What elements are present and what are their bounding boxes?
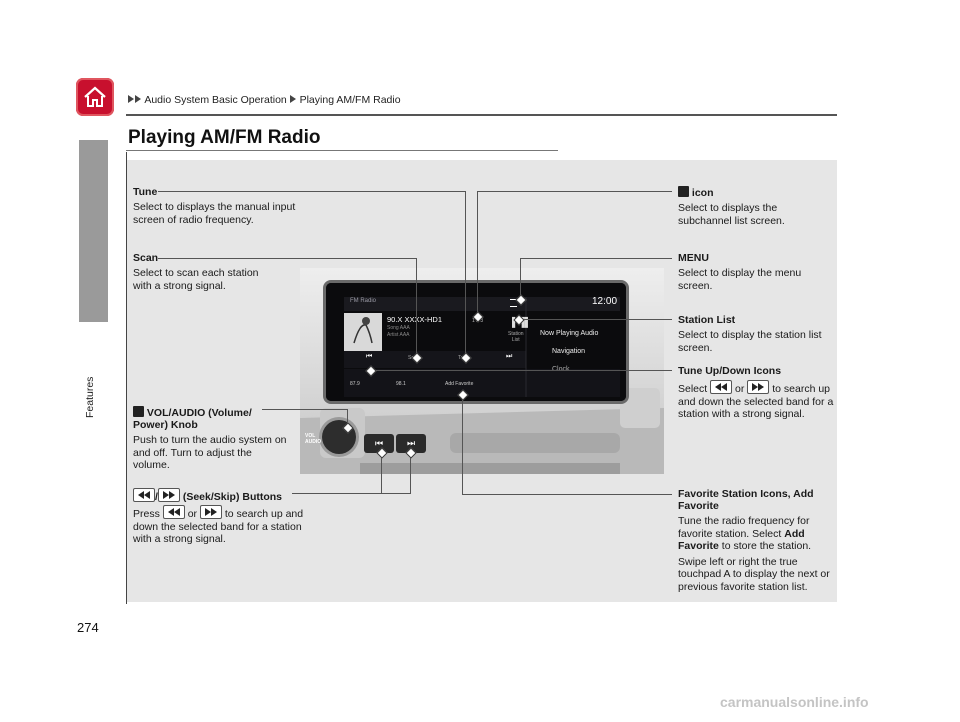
tune-up-icon bbox=[747, 380, 770, 394]
annotation-scan-heading: Scan bbox=[133, 252, 159, 264]
power-icon bbox=[133, 406, 144, 417]
leader-line-tune bbox=[158, 191, 466, 192]
annotation-icon: icon Select to displays the subchannel l… bbox=[678, 186, 833, 227]
annotation-seek-text: Press or to search up and down the selec… bbox=[133, 505, 308, 546]
annotation-tune-updown: Tune Up/Down Icons Select or to search u… bbox=[678, 365, 838, 421]
annotation-station-list-text: Select to display the station list scree… bbox=[678, 329, 822, 354]
annotation-station-list: Station List Select to display the stati… bbox=[678, 314, 838, 354]
screen-tune-up-icon[interactable]: ⏭ bbox=[506, 353, 513, 360]
annotation-seek: / (Seek/Skip) Buttons Press or to search… bbox=[133, 488, 308, 546]
header-rule bbox=[126, 114, 837, 116]
screen-source-label: FM Radio bbox=[350, 298, 377, 304]
screen-menu-item-now-playing[interactable]: Now Playing Audio bbox=[540, 330, 599, 337]
leader-line-menu bbox=[520, 258, 521, 299]
breadcrumb-link-audio-basic[interactable]: Audio System Basic Operation bbox=[144, 94, 287, 106]
sidebar-rule bbox=[126, 152, 127, 604]
annotation-tune-heading: Tune bbox=[133, 186, 158, 198]
page-title: Playing AM/FM Radio bbox=[128, 127, 321, 148]
annotation-scan: Scan Select to scan each station with a … bbox=[133, 252, 273, 292]
page-number: 274 bbox=[77, 620, 99, 635]
screen-graphics bbox=[326, 283, 626, 401]
sidebar-section-block bbox=[79, 140, 108, 322]
seek-down-icon bbox=[133, 488, 155, 502]
screen-station-name: 90.X XXXX-HD1 bbox=[387, 315, 443, 324]
breadcrumb: Audio System Basic Operation Playing AM/… bbox=[128, 94, 401, 106]
screen-favorite-2[interactable]: 98.1 bbox=[396, 381, 406, 387]
title-rule bbox=[126, 150, 558, 151]
annotation-tune-updown-text: Select or to search up and down the sele… bbox=[678, 380, 838, 421]
annotation-station-list-heading: Station List bbox=[678, 314, 736, 326]
screen-add-favorite[interactable]: Add Favorite bbox=[445, 381, 474, 387]
leader-line-tune-updown bbox=[370, 370, 672, 371]
leader-line-scan bbox=[416, 258, 417, 356]
annotation-menu-text: Select to display the menu screen. bbox=[678, 267, 802, 292]
leader-line-icon bbox=[477, 191, 672, 192]
annotation-icon-heading: icon bbox=[678, 186, 833, 199]
annotation-icon-text: Select to displays the subchannel list s… bbox=[678, 202, 785, 227]
screen-menu-item-navigation[interactable]: Navigation bbox=[552, 348, 586, 355]
screen-favorite-1[interactable]: 87.9 bbox=[350, 381, 360, 387]
leader-line-seek bbox=[410, 452, 411, 493]
annotation-tune: Tune Select to displays the manual input… bbox=[133, 186, 303, 226]
annotation-tune-updown-heading: Tune Up/Down Icons bbox=[678, 365, 782, 377]
leader-line-seek bbox=[292, 493, 411, 494]
tune-down-icon bbox=[710, 380, 733, 394]
leader-line-favorite bbox=[462, 494, 672, 495]
screen-menu-item-clock[interactable]: Clock bbox=[552, 366, 570, 373]
leader-line-menu bbox=[520, 258, 672, 259]
screen-artist: Artist AAA bbox=[387, 332, 410, 338]
annotation-vol-text: Push to turn the audio system on and off… bbox=[133, 434, 287, 471]
seek-down-button[interactable]: ⏮ bbox=[364, 434, 394, 453]
seek-up-icon bbox=[157, 488, 180, 502]
breadcrumb-current: Playing AM/FM Radio bbox=[299, 94, 401, 106]
screen-menu-icon[interactable] bbox=[510, 299, 517, 307]
subchannel-icon bbox=[678, 186, 689, 197]
seek-up-button[interactable]: ⏭ bbox=[396, 434, 426, 453]
leader-line-station-list bbox=[518, 319, 672, 320]
leader-line-vol bbox=[347, 409, 348, 426]
annotation-menu-heading: MENU bbox=[678, 252, 709, 264]
annotation-scan-text: Select to scan each station with a stron… bbox=[133, 267, 259, 292]
seek-up-icon bbox=[199, 505, 222, 519]
annotation-favorite-text: Tune the radio frequency for favorite st… bbox=[678, 515, 812, 552]
leader-line-vol bbox=[262, 409, 348, 410]
sidebar-section-label[interactable]: Features bbox=[84, 376, 96, 418]
screen-tune-down-icon[interactable]: ⏮ bbox=[366, 353, 373, 360]
screen-song: Song AAA bbox=[387, 325, 410, 331]
screen-clock: 12:00 bbox=[592, 296, 618, 307]
breadcrumb-arrow-icon bbox=[135, 95, 141, 103]
annotation-seek-heading: / (Seek/Skip) Buttons bbox=[133, 488, 308, 503]
infotainment-screen[interactable]: FM Radio 12:00 90.X XXXX-HD1 Song AAA Ar… bbox=[326, 283, 626, 401]
watermark: carmanualsonline.info bbox=[720, 694, 869, 710]
breadcrumb-arrow-icon bbox=[289, 95, 296, 103]
leader-line-icon bbox=[477, 191, 478, 316]
leader-line-seek bbox=[381, 452, 382, 493]
annotation-vol: VOL/AUDIO (Volume/Power) Knob Push to tu… bbox=[133, 406, 293, 472]
annotation-tune-text: Select to displays the manual input scre… bbox=[133, 201, 296, 226]
annotation-favorite-swipe-text: Swipe left or right the true touchpad A … bbox=[678, 555, 830, 593]
annotation-vol-heading: VOL/AUDIO (Volume/Power) Knob bbox=[133, 406, 252, 431]
home-icon[interactable] bbox=[76, 78, 114, 116]
breadcrumb-arrow-icon bbox=[128, 95, 134, 103]
seek-down-icon bbox=[162, 505, 185, 519]
annotation-menu: MENU Select to display the menu screen. bbox=[678, 252, 823, 292]
leader-line-tune bbox=[465, 191, 466, 357]
leader-line-favorite bbox=[462, 394, 463, 494]
leader-line-scan bbox=[158, 258, 417, 259]
